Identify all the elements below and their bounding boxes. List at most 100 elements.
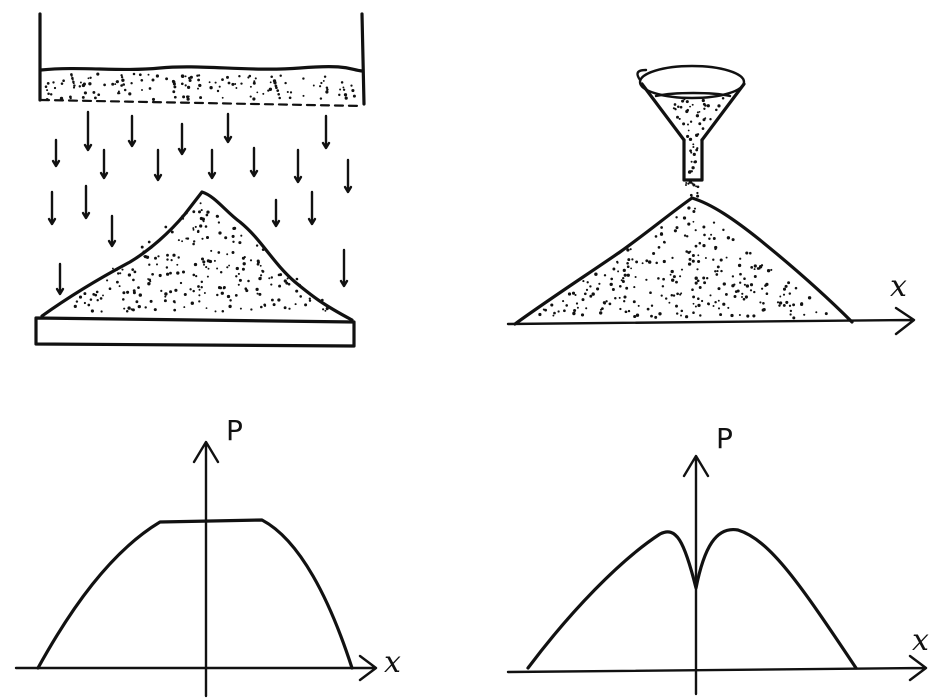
sand-grain (623, 295, 627, 299)
sand-grain (82, 82, 86, 86)
sand-grain (743, 277, 746, 280)
x-axis-label-bottom-right: x (912, 623, 929, 658)
sand-grain (195, 274, 198, 278)
sand-grain (205, 213, 209, 217)
sand-grain (259, 264, 262, 267)
sand-grain (650, 304, 654, 307)
sand-grain (603, 274, 607, 277)
sand-grain (759, 301, 762, 304)
sand-grain (276, 89, 280, 92)
sand-grain (717, 307, 721, 310)
sand-grain (655, 261, 658, 265)
sand-grain (734, 290, 738, 293)
sand-grain (237, 283, 240, 286)
sand-grain (753, 290, 756, 294)
sand-grain (675, 312, 679, 315)
sand-grain (671, 278, 675, 282)
sand-grain (744, 295, 748, 299)
sand-grain (612, 267, 616, 271)
sand-grain (538, 312, 542, 317)
sand-grain (712, 221, 716, 224)
funnel-sand (672, 97, 725, 174)
sand-grain (342, 88, 346, 91)
sand-grain (687, 182, 690, 185)
sand-grain (270, 283, 273, 286)
sand-grain (52, 81, 55, 84)
sand-grain (672, 275, 676, 279)
sand-grain (676, 115, 679, 119)
sand-grain (799, 302, 804, 307)
sand-grain (200, 257, 205, 261)
down-arrow-icon (55, 262, 65, 296)
sand-grain (635, 313, 640, 317)
sand-grain (302, 94, 305, 97)
sand-grain (696, 191, 699, 195)
sand-grain (186, 97, 190, 101)
sand-grain (260, 274, 263, 277)
sand-grain (235, 266, 239, 271)
x-axis-bottom-right (506, 654, 928, 682)
sand-grain (147, 73, 150, 76)
plate-sandpile-sand (73, 202, 329, 313)
sand-grain (242, 262, 246, 266)
sand-grain (737, 263, 742, 268)
sand-grain (203, 292, 206, 294)
down-arrow-icon (249, 146, 259, 178)
sand-grain (785, 300, 789, 304)
sand-grain (657, 277, 660, 280)
sand-grain (696, 133, 700, 136)
sand-grain (351, 90, 355, 93)
sand-grain (542, 308, 545, 311)
sand-grain (46, 82, 50, 85)
down-arrow-icon (293, 148, 303, 184)
sand-grain (137, 304, 141, 309)
sand-grain (687, 262, 692, 266)
sand-grain (690, 194, 693, 197)
sand-grain (148, 87, 152, 90)
sand-grain (289, 91, 293, 94)
sand-grain (792, 303, 796, 307)
sand-grain (695, 185, 698, 188)
sand-grain (279, 74, 282, 77)
sand-grain (188, 78, 192, 83)
sand-grain (789, 309, 793, 313)
sand-grain (183, 306, 186, 309)
sand-grain (294, 303, 297, 306)
down-arrow-icon (51, 138, 61, 168)
sand-grain (283, 306, 287, 310)
bottom-right-panel: P x (506, 422, 929, 696)
sand-grain (626, 248, 630, 252)
sand-grain (704, 257, 707, 259)
sand-grain (749, 289, 753, 292)
sand-grain (596, 287, 600, 291)
sand-grain (582, 280, 585, 283)
sand-grain (270, 276, 273, 279)
sand-grain (731, 284, 735, 288)
sand-grain (166, 272, 170, 276)
container-perforated-bottom (39, 98, 364, 108)
sand-grain (192, 273, 196, 277)
sand-grain (231, 234, 235, 238)
sand-grain (586, 281, 589, 284)
sand-grain (764, 284, 767, 287)
sand-grain (621, 280, 625, 283)
sand-grain (575, 302, 579, 305)
sand-grain (270, 298, 274, 302)
sand-grain (285, 281, 289, 285)
sand-grain (106, 279, 109, 282)
sand-grain (187, 95, 190, 98)
sand-grain (132, 72, 136, 76)
sand-grain (260, 305, 263, 309)
x-axis-bottom-left (14, 654, 378, 682)
sand-grain (217, 215, 220, 218)
sand-grain (696, 268, 699, 271)
sand-grain (567, 292, 572, 296)
sand-grain (782, 303, 786, 307)
sand-grain (626, 273, 630, 277)
sand-grain (120, 76, 124, 79)
sand-grain (157, 255, 160, 258)
sand-grain (703, 233, 706, 237)
sand-grain (287, 282, 291, 286)
sand-grain (692, 152, 696, 156)
sand-grain (96, 72, 100, 76)
